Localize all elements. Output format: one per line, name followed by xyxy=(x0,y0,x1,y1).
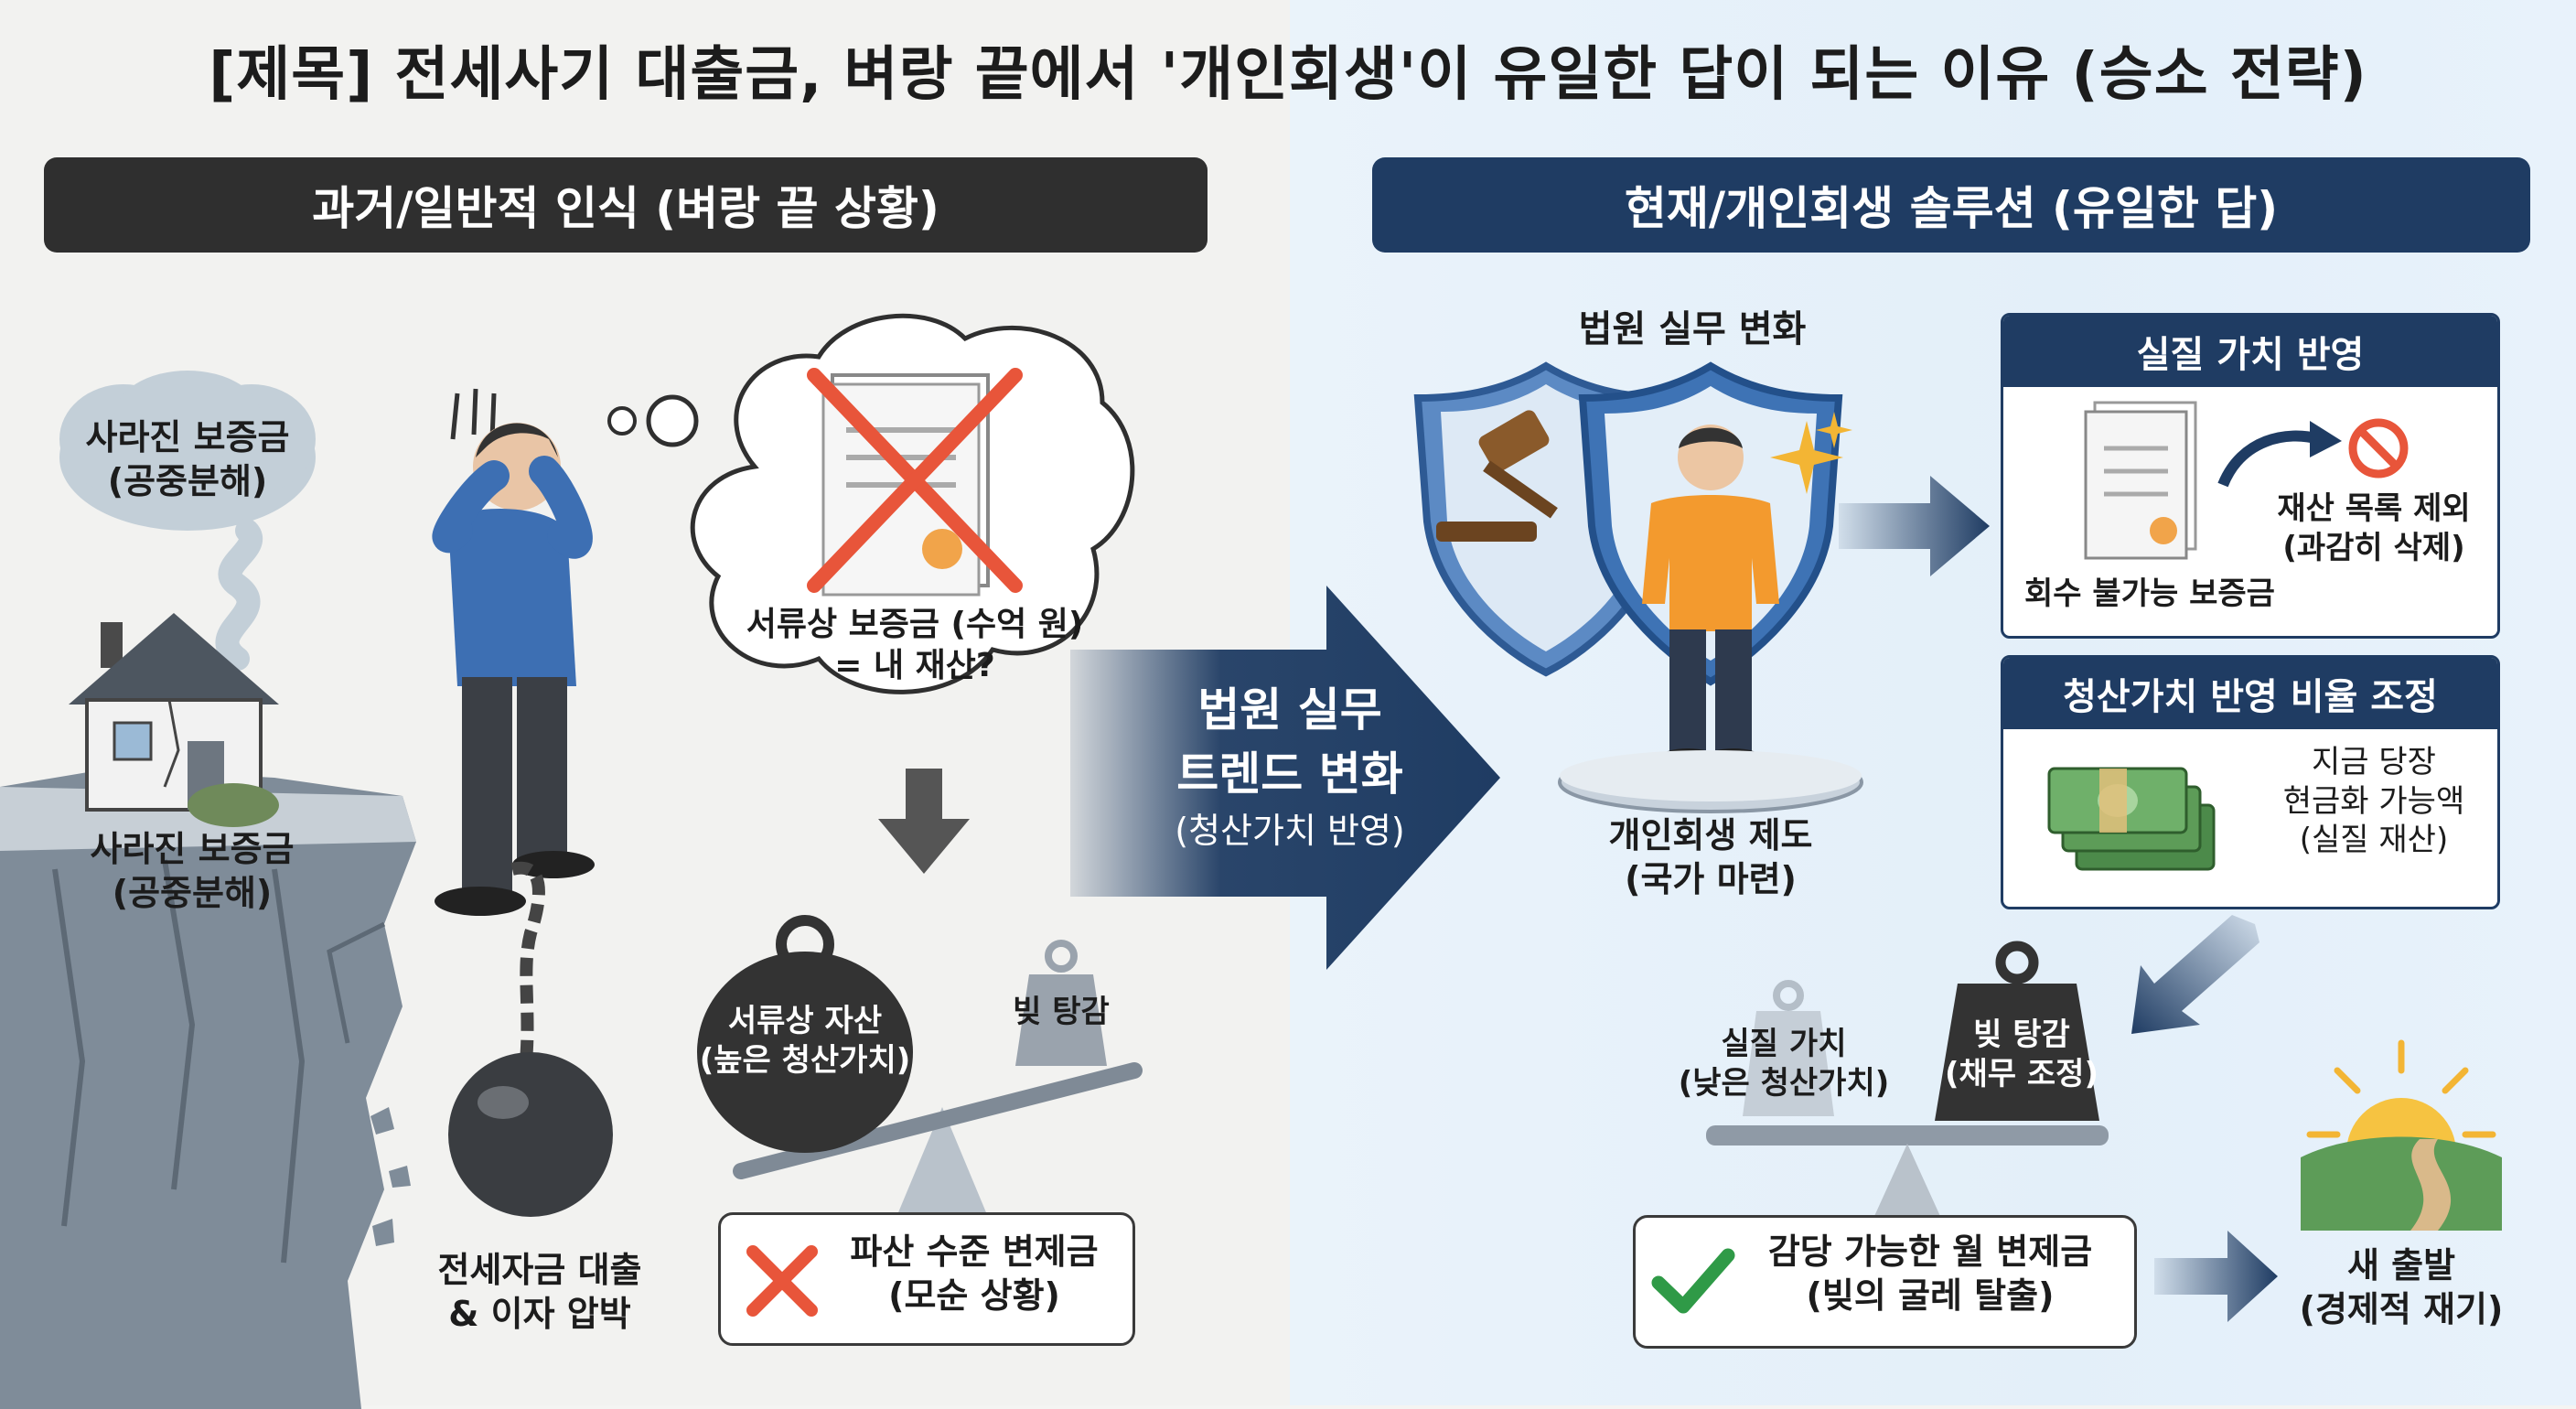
smoke-icon xyxy=(215,519,263,671)
right-result-text: 감당 가능한 월 변제금 (빚의 굴레 탈출) xyxy=(1767,1232,2093,1316)
sparkle-icon xyxy=(1770,421,1843,494)
card-ratio-adjust-title: 청산가치 반영 비율 조정 xyxy=(2003,658,2497,729)
thought-dots xyxy=(607,394,699,447)
house-caption: 사라진 보증금 (공중분해) xyxy=(90,829,295,913)
no-icon xyxy=(2348,418,2409,479)
right-scale-light-label: 실질 가치 (낮은 청산가치) xyxy=(1678,1026,1890,1102)
card-real-value-action: 재산 목록 제외 (과감히 삭제) xyxy=(2277,490,2471,566)
card-real-value-title: 실질 가치 반영 xyxy=(2003,316,2497,387)
diagonal-arrow-icon xyxy=(2131,915,2259,1034)
right-arrow-icon xyxy=(2154,1231,2278,1322)
heavy-weight-icon xyxy=(1935,941,2099,1121)
middle-arrow-line2: 트렌드 변화 xyxy=(1176,748,1403,801)
cloud-icon xyxy=(59,371,316,531)
person-icon xyxy=(1642,425,1779,767)
new-start-label: 새 출발 (경제적 재기) xyxy=(2299,1245,2504,1329)
card-real-value-doc-label: 회수 불가능 보증금 xyxy=(2024,575,2275,612)
money-icon xyxy=(2047,767,2216,871)
light-weight-icon xyxy=(1015,940,1107,1066)
heavy-weight-icon xyxy=(697,915,913,1153)
person-distressed-icon xyxy=(432,388,595,916)
sparkle-icon xyxy=(1816,412,1852,448)
cloud-caption: 사라진 보증금 (공중분해) xyxy=(85,417,290,501)
house-icon xyxy=(69,613,279,812)
scale-icon xyxy=(733,1062,1143,1217)
document-icon xyxy=(2084,401,2197,560)
check-icon xyxy=(1651,1248,1735,1314)
light-weight-icon xyxy=(1743,980,1834,1116)
page-title: [제목] 전세사기 대출금, 벼랑 끝에서 '개인회생'이 유일한 답이 되는 … xyxy=(209,41,2367,109)
right-arrow-icon xyxy=(1839,476,1990,576)
pedestal xyxy=(1558,750,1863,813)
cross-icon xyxy=(807,368,1023,593)
left-result-text: 파산 수준 변제금 (모순 상황) xyxy=(850,1232,1099,1316)
middle-arrow-line1: 법원 실무 xyxy=(1197,683,1382,737)
road-icon xyxy=(2301,1136,2502,1231)
card-real-value: 실질 가치 반영 xyxy=(2001,313,2500,639)
court-change-label: 법원 실무 변화 xyxy=(1578,308,1807,350)
chain-icon xyxy=(510,861,545,1062)
scale-heavy-label: 서류상 자산 (높은 청산가치) xyxy=(699,1003,911,1079)
scale-light-label: 빚 탕감 xyxy=(1013,994,1110,1030)
person-caption: 전세자금 대출 & 이자 압박 xyxy=(437,1250,642,1334)
big-arrow-icon xyxy=(1070,586,1500,970)
right-result-box xyxy=(1633,1215,2137,1349)
cross-icon xyxy=(746,1245,818,1317)
down-arrow-icon xyxy=(878,769,970,874)
left-section-header: 과거/일반적 인식 (벼랑 끝 상황) xyxy=(44,157,1208,253)
thought-text: 서류상 보증금 (수억 원) = 내 재산? xyxy=(746,606,1084,684)
bush-icon xyxy=(188,783,279,827)
card-ratio-adjust-text: 지금 당장 현금화 가능액 (실질 재산) xyxy=(2282,744,2465,858)
right-section-header: 현재/개인회생 솔루션 (유일한 답) xyxy=(1372,157,2530,253)
gavel-icon xyxy=(1436,410,1558,542)
right-scale-heavy-label: 빚 탕감 (채무 조정) xyxy=(1944,1016,2099,1092)
ball-icon xyxy=(448,1052,613,1217)
middle-arrow-line3: (청산가치 반영) xyxy=(1175,811,1405,851)
curved-arrow-icon xyxy=(2217,421,2342,488)
falling-rocks xyxy=(370,1107,411,1246)
system-caption: 개인회생 제도 (국가 마련) xyxy=(1608,815,1813,899)
cliff-icon xyxy=(0,769,416,1409)
